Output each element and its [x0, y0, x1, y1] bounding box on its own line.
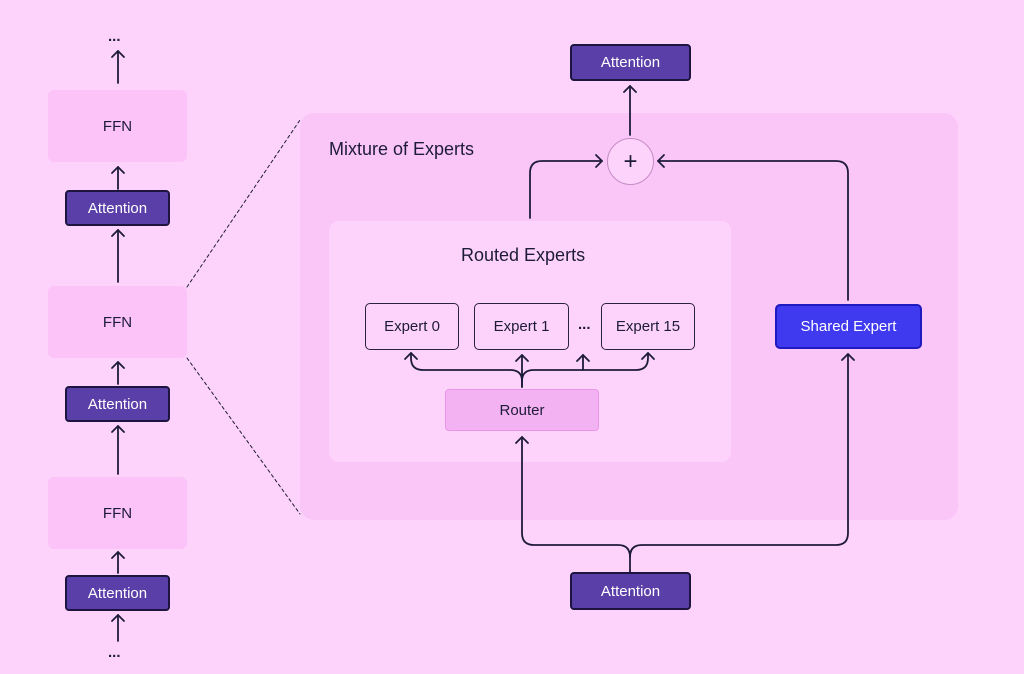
stack-ellipsis-top: ... [108, 28, 121, 45]
attention-block-3: Attention [65, 575, 170, 611]
attention-block-1: Attention [65, 190, 170, 226]
expert-15: Expert 15 [601, 303, 695, 350]
moe-title: Mixture of Experts [329, 139, 475, 159]
zoom-line-top [186, 119, 301, 288]
stack-arrow-1 [111, 50, 125, 84]
attention-block-2: Attention [65, 386, 170, 422]
attention-top: Attention [570, 44, 691, 81]
attention-bottom: Attention [570, 572, 691, 610]
arrow-plus-to-attention [623, 85, 637, 136]
stack-arrow-7 [111, 614, 125, 642]
stack-arrow-3 [111, 229, 125, 283]
line-routed-to-plus [529, 160, 603, 219]
stack-arrow-5 [111, 425, 125, 475]
stack-arrow-6 [111, 551, 125, 574]
router-block: Router [445, 389, 599, 431]
zoom-line-bottom [186, 357, 301, 515]
stack-arrow-2 [111, 166, 125, 190]
ffn-block-top: FFN [48, 90, 187, 162]
shared-expert-block: Shared Expert [775, 304, 922, 349]
ffn-block-middle: FFN [48, 286, 187, 358]
routed-experts-title: Routed Experts [461, 245, 586, 265]
line-shared-to-plus [657, 160, 849, 301]
stack-arrow-4 [111, 361, 125, 385]
stack-ellipsis-bottom: ... [108, 644, 121, 661]
router-fanout [410, 352, 523, 388]
expert-1: Expert 1 [474, 303, 569, 350]
line-attention-split [521, 436, 631, 573]
sum-node: + [607, 138, 654, 185]
experts-ellipsis: ... [578, 316, 591, 333]
expert-0: Expert 0 [365, 303, 459, 350]
ffn-block-bottom: FFN [48, 477, 187, 549]
